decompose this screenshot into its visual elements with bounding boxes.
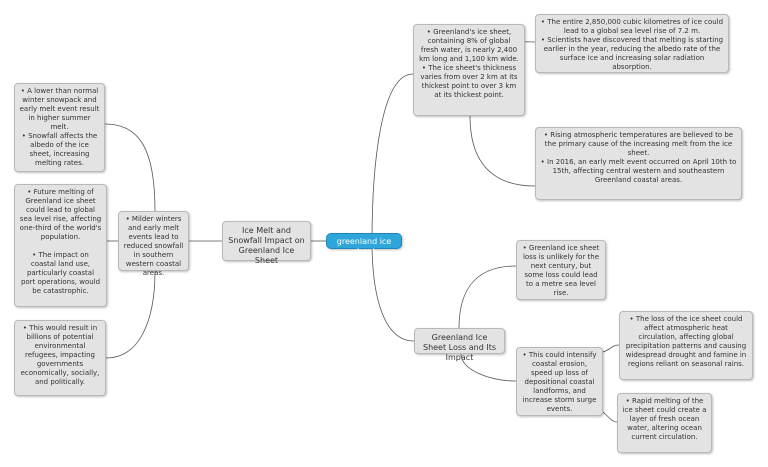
topic-greenland-ice-sheet[interactable]: • Greenland's ice sheet, containing 8% o… [413, 24, 525, 116]
node-refugees-label: • This would result in billions of poten… [20, 324, 100, 386]
node-sea-level-rise[interactable]: • The entire 2,850,000 cubic kilometres … [535, 14, 729, 73]
topic-ice-melt-snowfall-label: Ice Melt and Snowfall Impact on Greenlan… [228, 226, 305, 265]
node-loss-unlikely-label: • Greenland ice sheet loss is unlikely f… [522, 244, 600, 297]
root-label: greenland ice sheet [336, 237, 392, 256]
link-erosion-circulation [602, 344, 620, 353]
link-root-top [371, 73, 414, 242]
root-node[interactable]: greenland ice sheet [326, 233, 402, 256]
link-root-bottom [371, 240, 415, 342]
link-bottom-erosion [460, 353, 517, 382]
node-sea-level-rise-label: • The entire 2,850,000 cubic kilometres … [540, 18, 724, 71]
node-milder-winters[interactable]: • Milder winters and early melt events l… [118, 211, 189, 277]
topic-loss-impact[interactable]: Greenland Ice Sheet Loss and Its Impact [414, 328, 505, 362]
node-refugees[interactable]: • This would result in billions of poten… [14, 320, 106, 396]
node-fresh-water-layer-label: • Rapid melting of the ice sheet could c… [622, 397, 707, 441]
node-heat-circulation-label: • The loss of the ice sheet could affect… [625, 315, 747, 368]
node-milder-winters-label: • Milder winters and early melt events l… [123, 215, 184, 277]
link-top-temps [469, 115, 536, 187]
node-rising-temperatures[interactable]: • Rising atmospheric temperatures are be… [535, 127, 742, 200]
link-erosion-fresh [602, 411, 618, 423]
node-lower-snowpack-label: • A lower than normal winter snowpack an… [19, 87, 100, 167]
node-heat-circulation[interactable]: • The loss of the ice sheet could affect… [619, 311, 753, 380]
link-milder-lower [104, 123, 156, 212]
link-milder-refugees [105, 270, 156, 359]
node-fresh-water-layer[interactable]: • Rapid melting of the ice sheet could c… [617, 393, 712, 453]
node-lower-snowpack[interactable]: • A lower than normal winter snowpack an… [14, 83, 105, 172]
node-coastal-erosion[interactable]: • This could intensify coastal erosion, … [516, 347, 603, 416]
node-loss-unlikely[interactable]: • Greenland ice sheet loss is unlikely f… [516, 240, 606, 300]
topic-loss-impact-label: Greenland Ice Sheet Loss and Its Impact [422, 333, 497, 362]
node-future-melting-label: • Future melting of Greenland ice sheet … [19, 188, 102, 295]
topic-ice-melt-snowfall[interactable]: Ice Melt and Snowfall Impact on Greenlan… [222, 221, 311, 265]
node-rising-temperatures-label: • Rising atmospheric temperatures are be… [540, 131, 737, 184]
link-bottom-unlikely [458, 265, 517, 329]
topic-greenland-ice-sheet-label: • Greenland's ice sheet, containing 8% o… [419, 28, 519, 99]
node-future-melting[interactable]: • Future melting of Greenland ice sheet … [14, 184, 107, 307]
node-coastal-erosion-label: • This could intensify coastal erosion, … [522, 351, 597, 413]
